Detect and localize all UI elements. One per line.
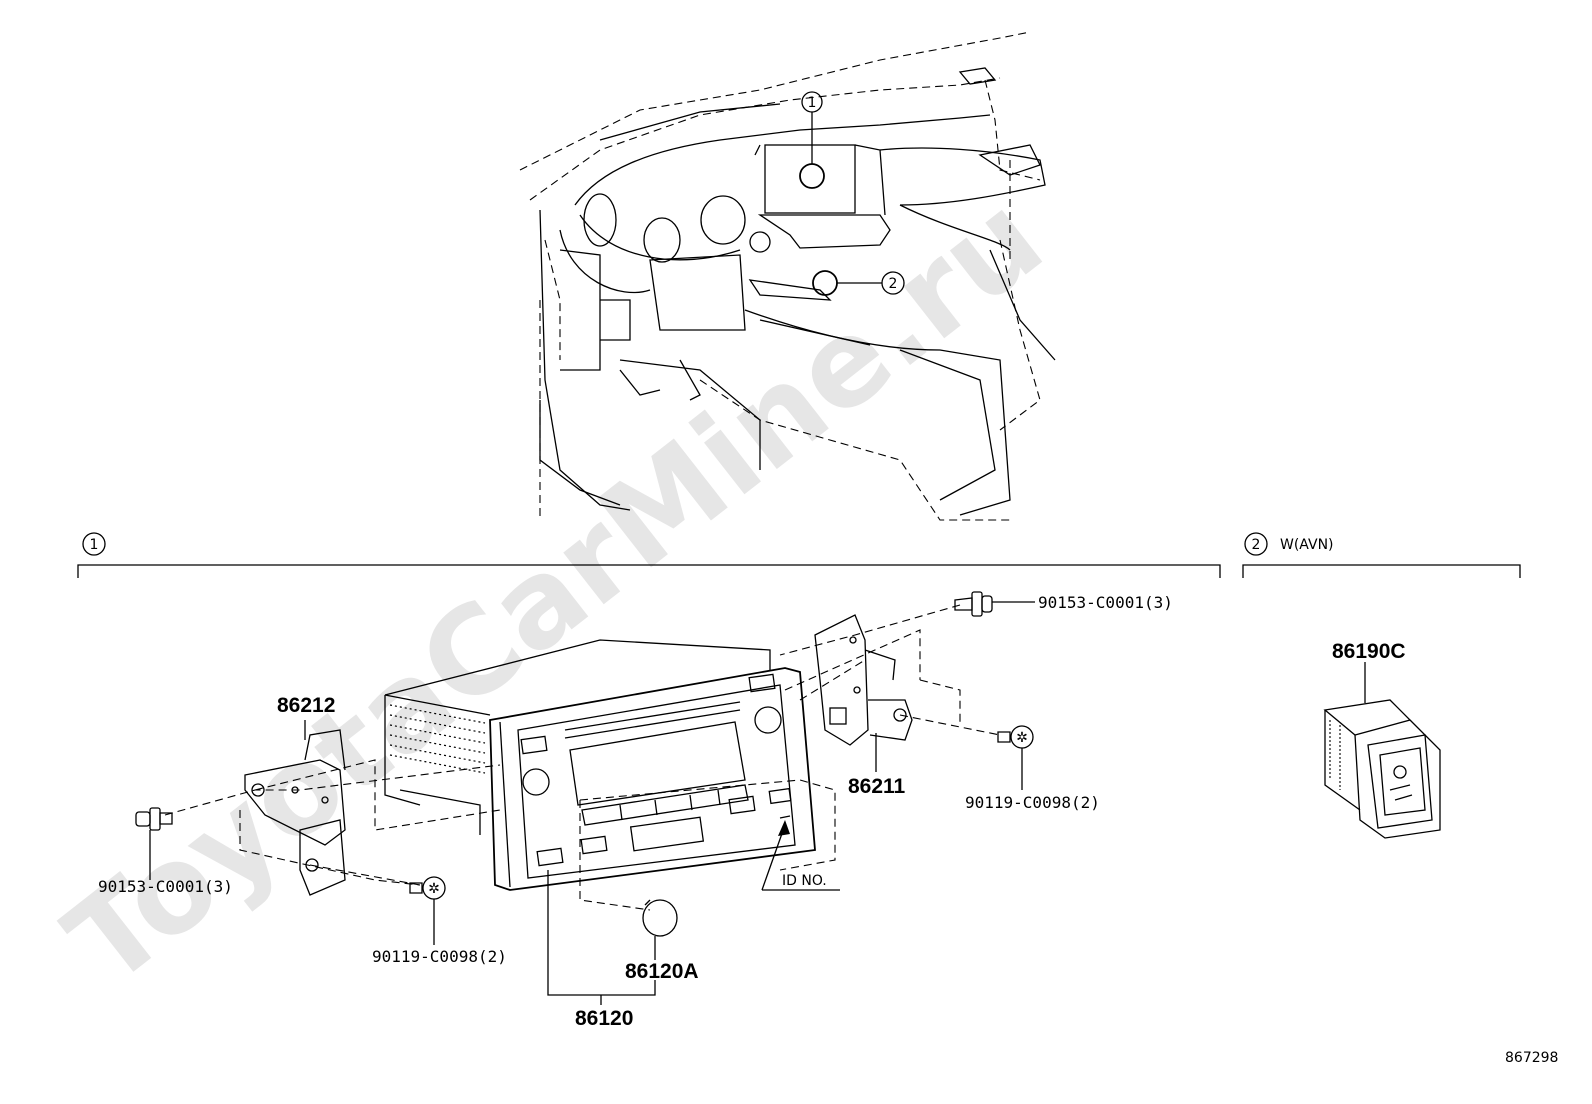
label-bracket-right: 86211 (848, 775, 906, 798)
section-2-marker: 2 (1252, 537, 1261, 553)
knob-icon (642, 899, 678, 937)
overview-marker-2: 2 (889, 276, 898, 292)
label-usb-port: 86190C (1332, 640, 1406, 663)
section-1-header: 1 (77, 532, 1221, 578)
label-bracket-left: 86212 (277, 694, 335, 717)
assembly-guide-lines (164, 604, 1001, 911)
label-screw-right: 90119-C0098(2) (965, 793, 1100, 812)
screw-right-icon: ✲ (997, 725, 1034, 749)
overview-marker-1: 1 (808, 95, 817, 111)
label-bolt-upper-right: 90153-C0001(3) (1038, 593, 1173, 612)
svg-text:✲: ✲ (428, 881, 440, 897)
usb-port-illustration (1323, 699, 1441, 839)
bolt-left-icon (135, 807, 173, 831)
bolt-upper-right-icon (954, 591, 993, 617)
section-2-header: 2 W(AVN) (1242, 532, 1521, 578)
label-screw-left: 90119-C0098(2) (372, 947, 507, 966)
overview-callout-1: 1 (799, 91, 825, 189)
label-id-no: ID NO. (782, 873, 827, 889)
section-1-marker: 1 (90, 537, 99, 553)
label-knob: 86120A (625, 960, 699, 983)
bracket-left-illustration (244, 729, 346, 896)
svg-text:✲: ✲ (1016, 730, 1028, 746)
overview-callout-2: 2 (812, 270, 905, 296)
label-bolt-left: 90153-C0001(3) (98, 877, 233, 896)
label-radio-unit: 86120 (575, 1007, 633, 1030)
section-2-label: W(AVN) (1280, 537, 1334, 553)
bracket-right-illustration (814, 614, 913, 746)
dashboard-overview-illustration (519, 31, 1056, 521)
screw-left-icon: ✲ (409, 876, 446, 900)
diagram-id: 867298 (1505, 1050, 1558, 1066)
radio-unit-illustration (384, 639, 816, 891)
